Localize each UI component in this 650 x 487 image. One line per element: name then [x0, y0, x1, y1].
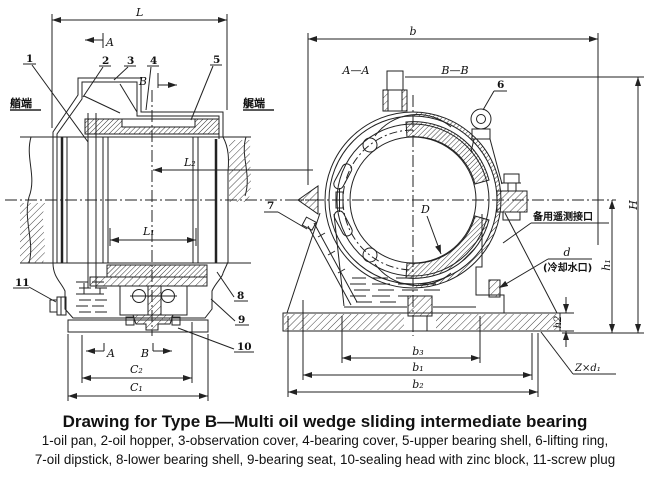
right-view-labels: A—A B—B b H h₁ h2 b₃ b₁ b₂ D d Z×d₁ 6 7 … [267, 25, 640, 391]
dim-label-L: L [135, 6, 143, 19]
left-view-longitudinal-section [5, 14, 318, 401]
shaft-outline [20, 136, 251, 264]
right-view-hatched-sections [405, 112, 501, 288]
dim-label-L2: L₂ [183, 156, 196, 169]
dim-label-zxd1: Z×d₁ [574, 363, 601, 374]
section-mark-A-bottom [86, 343, 105, 354]
section-label-B-top: B [138, 75, 147, 88]
pedestal-outline [282, 212, 561, 332]
dim-b [307, 33, 599, 245]
dim-b2 [287, 316, 539, 397]
lifting-ring-shape [470, 108, 503, 185]
dim-b3 [341, 316, 481, 363]
part-label-8: 8 [237, 290, 244, 302]
section-label-A-top: A [105, 36, 114, 49]
dim-label-b1: b₁ [412, 361, 423, 374]
part-label-6: 6 [497, 79, 504, 91]
stern-end-label: 艉端 [243, 96, 265, 110]
dim-label-b: b [409, 25, 416, 38]
oil-level-dashes-left [76, 281, 107, 313]
section-title-BB: B—B [440, 64, 468, 77]
right-view-transverse-section [264, 33, 644, 397]
dim-label-C2: C₂ [130, 363, 143, 376]
caption-parts-line-1: 1-oil pan, 2-oil hopper, 3-observation c… [41, 433, 609, 448]
bearing-housing-outline [52, 77, 229, 333]
dim-label-b2: b₂ [412, 378, 423, 391]
dim-b1 [302, 300, 533, 380]
right-view-leader-lines [264, 90, 616, 375]
cooling-water-port-label: (冷却水口) [543, 261, 592, 274]
part-label-9: 9 [238, 314, 245, 326]
figure-caption: Drawing for Type B—Multi oil wedge slidi… [0, 412, 650, 469]
part-label-4: 4 [150, 55, 157, 67]
part-label-11: 11 [15, 277, 30, 289]
part-label-2: 2 [102, 55, 109, 67]
top-observation-boss [382, 70, 408, 112]
lower-shell-and-seat [89, 264, 208, 331]
part-label-1: 1 [26, 53, 33, 65]
left-view-labels: L L₂ L₁ C₂ C₁ A B A B 艏端 艉端 1 2 3 4 5 8 … [9, 6, 265, 394]
dim-label-h1: h₁ [600, 259, 613, 271]
dim-label-C1: C₁ [130, 381, 143, 394]
dim-label-H: H [627, 200, 640, 211]
dim-h2 [560, 297, 574, 347]
section-label-B-bottom: B [140, 347, 149, 360]
telemetry-port-label: 备用遥测接口 [532, 210, 593, 223]
dim-H [405, 76, 644, 334]
screw-plug-shape [49, 296, 67, 316]
part-leader-lines-left [10, 63, 274, 353]
part-label-7: 7 [267, 200, 274, 212]
section-label-A-bottom: A [106, 347, 115, 360]
dim-label-b3: b₃ [412, 345, 423, 358]
dim-label-D: D [420, 203, 430, 216]
section-mark-B-top [157, 73, 177, 88]
dim-label-L1: L₁ [142, 225, 155, 238]
dim-L1 [109, 228, 197, 246]
dim-C1 [67, 334, 209, 401]
dim-label-h2: h2 [553, 316, 564, 329]
bow-end-label: 艏端 [9, 96, 32, 110]
dim-C2 [81, 322, 193, 383]
section-mark-B-bottom [152, 343, 172, 354]
part-label-3: 3 [127, 55, 134, 67]
part-label-5: 5 [213, 54, 220, 66]
part-label-10: 10 [237, 341, 252, 353]
oil-level-dashes-right [350, 277, 440, 303]
section-mark-A-top [85, 33, 104, 48]
dim-label-d: d [563, 246, 570, 259]
caption-title: Drawing for Type B—Multi oil wedge slidi… [62, 412, 588, 431]
caption-parts-line-2: 7-oil dipstick, 8-lower bearing shell, 9… [34, 451, 616, 467]
section-title-AA: A—A [342, 64, 370, 77]
dim-L [51, 14, 228, 128]
oil-dipstick-shape [301, 216, 358, 306]
